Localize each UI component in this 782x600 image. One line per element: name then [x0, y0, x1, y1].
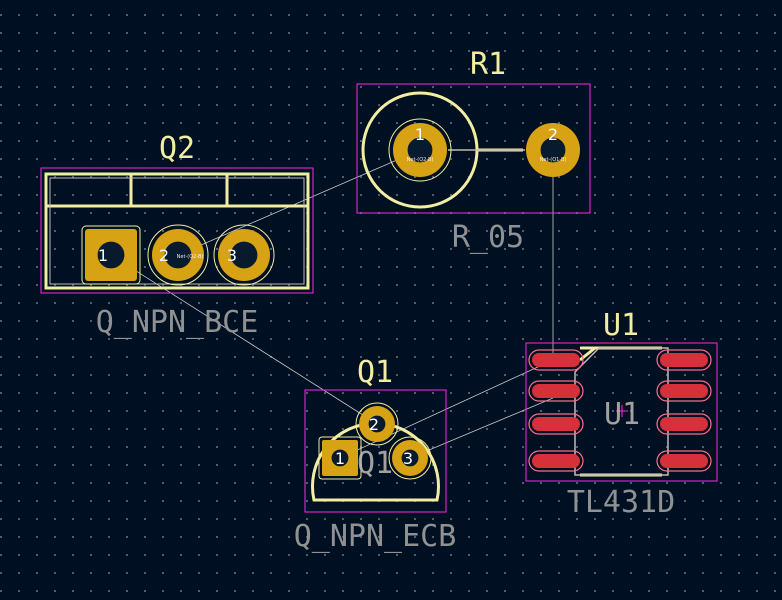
- r1-pad-2-number: 2: [548, 125, 558, 144]
- u1-pad-2[interactable]: [528, 380, 584, 402]
- q2-pad-1-number: 1: [98, 246, 108, 265]
- component-q1[interactable]: 2 1 3 Q1 Q1 Q_NPN_ECB: [294, 355, 457, 554]
- u1-courtyard: [525, 342, 718, 482]
- r1-pad-1[interactable]: 1 Net-(Q2-B): [388, 118, 452, 182]
- u1-pad-8[interactable]: [656, 349, 712, 371]
- q1-value[interactable]: Q_NPN_ECB: [294, 519, 457, 554]
- q2-pad-2[interactable]: 2 Net-(Q2-B): [147, 224, 209, 286]
- u1-pads-right: [656, 349, 712, 472]
- u1-fab-reference: U1: [604, 397, 640, 432]
- q1-pad-2-number: 2: [369, 415, 379, 434]
- r1-courtyard: [356, 83, 591, 214]
- r1-reference[interactable]: R1: [470, 47, 506, 82]
- q2-value[interactable]: Q_NPN_BCE: [96, 305, 259, 340]
- q1-pad-3-number: 3: [403, 449, 413, 468]
- u1-pads-left: [528, 349, 584, 472]
- q2-courtyard: [40, 167, 314, 294]
- r1-value[interactable]: R_05: [452, 220, 524, 255]
- q2-pad-2-net: Net-(Q2-B): [177, 254, 204, 260]
- ratsnest-q2-1-to-q1-2: [110, 254, 378, 425]
- u1-pad-7[interactable]: [656, 380, 712, 402]
- q2-pad-2-number: 2: [159, 246, 169, 265]
- u1-pad-6[interactable]: [656, 413, 712, 435]
- ratsnest-r1-1-to-q2-2: [177, 149, 421, 256]
- u1-pad-3[interactable]: [528, 413, 584, 435]
- u1-pad-5[interactable]: [656, 450, 712, 472]
- q2-pad-3[interactable]: 3: [213, 224, 275, 286]
- r1-pad-1-net: Net-(Q2-B): [407, 157, 434, 163]
- q1-reference[interactable]: Q1: [357, 355, 393, 390]
- u1-pad-1[interactable]: [528, 349, 584, 371]
- q2-pad-1[interactable]: 1: [81, 225, 141, 285]
- q1-pad-1-number: 1: [335, 449, 345, 468]
- q2-silk-body: [44, 172, 310, 290]
- ratsnest-lines: [110, 149, 554, 459]
- component-u1[interactable]: U1 U1 TL431D: [525, 308, 718, 520]
- u1-value[interactable]: TL431D: [567, 485, 675, 520]
- q2-fab-outline: [49, 177, 305, 285]
- q1-courtyard: [304, 389, 447, 513]
- q1-pad-1[interactable]: 1: [318, 436, 362, 480]
- ratsnest-u1-3-to-q1-3: [409, 397, 554, 459]
- q2-pad-3-number: 3: [227, 246, 237, 265]
- q1-pad-3[interactable]: 3: [388, 436, 432, 480]
- r1-pad-1-number: 1: [415, 125, 425, 144]
- u1-reference[interactable]: U1: [603, 308, 639, 343]
- r1-pad-2-net: Net-(Q1-B): [540, 157, 567, 163]
- q2-reference[interactable]: Q2: [159, 131, 195, 166]
- r1-pad-2[interactable]: 2 Net-(Q1-B): [526, 123, 580, 177]
- q1-pad-2[interactable]: 2: [355, 402, 399, 446]
- u1-pad-4[interactable]: [528, 450, 584, 472]
- component-q2[interactable]: 1 2 Net-(Q2-B) 3 Q2 Q_NPN_BCE: [40, 131, 314, 340]
- component-r1[interactable]: 1 Net-(Q2-B) 2 Net-(Q1-B) R1 R_05: [356, 47, 591, 255]
- q1-fab-reference: Q1: [357, 446, 393, 481]
